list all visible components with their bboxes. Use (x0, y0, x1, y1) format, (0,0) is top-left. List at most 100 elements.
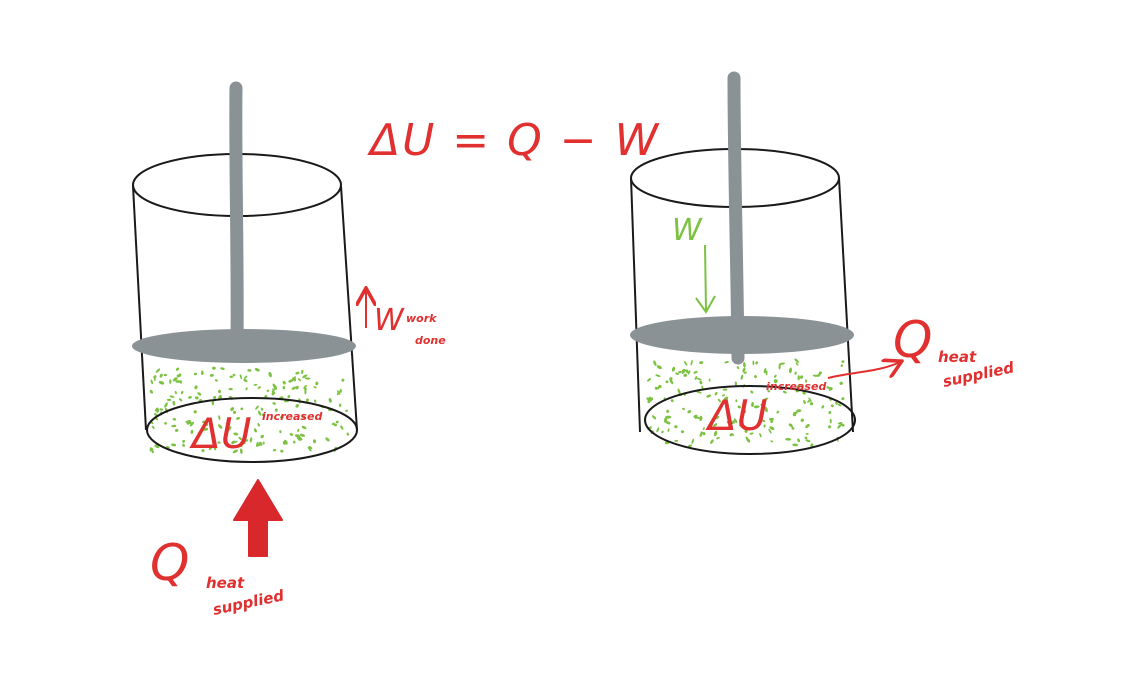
gas-particle (253, 383, 258, 386)
right-heat-symbol: Q (893, 311, 932, 369)
gas-particle (767, 390, 771, 393)
gas-particle (180, 390, 184, 395)
gas-particle (307, 446, 312, 452)
right-cylinder (630, 71, 856, 455)
gas-particle (247, 369, 252, 372)
right-delta-u-sub-1: increased (766, 380, 826, 393)
gas-particle (239, 448, 243, 454)
gas-particle (708, 378, 711, 382)
gas-particle (837, 424, 841, 429)
gas-particle (213, 395, 217, 400)
gas-particle (333, 423, 337, 427)
gas-particle (835, 401, 838, 405)
left-work-symbol: W (374, 303, 405, 338)
gas-particle (754, 375, 757, 379)
gas-particle (287, 395, 291, 399)
gas-particle (795, 362, 799, 366)
gas-particle (218, 389, 221, 394)
gas-particle (279, 430, 282, 434)
gas-particle (178, 398, 183, 402)
gas-particle (279, 416, 285, 419)
gas-particle (731, 420, 736, 423)
left-heat-sub-1: heat (206, 574, 245, 592)
gas-particle (151, 450, 154, 454)
gas-particle (654, 386, 658, 390)
gas-particle (259, 441, 263, 446)
gas-particle (341, 378, 345, 382)
gas-particle (794, 371, 797, 375)
gas-particle (829, 388, 832, 391)
gas-particle (671, 366, 676, 372)
gas-particle (762, 419, 766, 423)
gas-particle (657, 384, 661, 390)
gas-particle (734, 418, 738, 424)
gas-particle (730, 421, 736, 425)
gas-particle (685, 369, 689, 374)
gas-particle (769, 426, 775, 430)
gas-particle (760, 403, 764, 407)
gas-particle (656, 365, 662, 370)
gas-particle (303, 384, 307, 389)
gas-particle (750, 390, 754, 394)
gas-particle (295, 385, 299, 390)
gas-particle (693, 370, 698, 374)
gas-particle (218, 415, 221, 420)
gas-particle (770, 440, 774, 443)
gas-particle (308, 446, 313, 449)
gas-particle (294, 434, 301, 438)
gas-particle (764, 406, 768, 413)
gas-particle (272, 383, 275, 387)
gas-particle (752, 360, 755, 366)
gas-particle (297, 428, 300, 433)
gas-particle (231, 440, 236, 445)
gas-particle (696, 390, 702, 394)
gas-particle (674, 439, 679, 442)
gas-particle (840, 423, 845, 427)
gas-particle (314, 399, 317, 403)
gas-particle (212, 366, 216, 370)
gas-particle (687, 410, 692, 414)
gas-particle (773, 374, 777, 378)
gas-particle (740, 374, 744, 380)
gas-particle (653, 360, 657, 366)
gas-particle (648, 396, 652, 400)
gas-particle (802, 391, 806, 395)
gas-particle (708, 424, 713, 429)
gas-particle (155, 368, 161, 373)
gas-particle (229, 375, 234, 379)
gas-particle (240, 407, 244, 411)
gas-particle (647, 378, 651, 382)
gas-particle (152, 425, 155, 430)
gas-particle (829, 418, 832, 424)
gas-particle (840, 364, 844, 367)
gas-particle (156, 409, 160, 414)
gas-particle (291, 386, 296, 390)
gas-particle (717, 398, 721, 403)
gas-particle (257, 410, 262, 416)
gas-particle (159, 373, 163, 378)
gas-particle (213, 446, 217, 451)
gas-particle (288, 379, 294, 383)
gas-particle (804, 436, 808, 440)
gas-particle (228, 387, 233, 391)
right-cylinder-left-wall (630, 177, 641, 433)
gas-particle (237, 444, 243, 448)
gas-particle (188, 396, 192, 399)
right-heat-out-arrow (827, 362, 900, 379)
gas-particle (655, 374, 661, 378)
gas-particle (818, 371, 822, 375)
gas-particle (792, 411, 798, 415)
gas-particle (272, 402, 276, 405)
gas-particle (680, 430, 685, 434)
gas-particles-left (149, 366, 350, 454)
gas-particle (763, 368, 767, 374)
gas-particle (773, 379, 778, 383)
gas-particle (243, 378, 248, 383)
gas-particle (172, 400, 176, 406)
gas-particle (721, 394, 726, 397)
gas-particle (232, 410, 237, 414)
gas-particle (293, 440, 296, 444)
gas-particle (710, 439, 714, 444)
gas-particle (200, 370, 204, 375)
